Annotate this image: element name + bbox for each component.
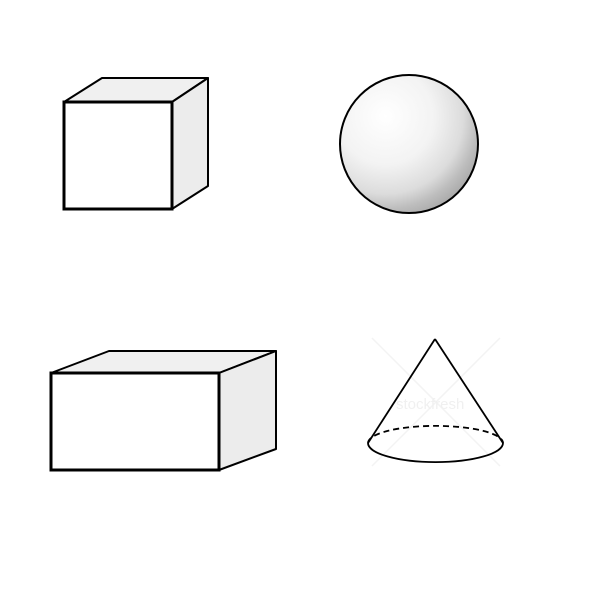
prism-side-face (218, 350, 277, 471)
sphere-body (339, 74, 479, 214)
cone-base-front-edge (367, 442, 504, 464)
cube-front-face (62, 100, 174, 211)
prism-front-face (49, 371, 221, 472)
cone-base-hidden-edge (367, 424, 504, 444)
cube-side-face (171, 77, 209, 210)
cube (62, 77, 209, 211)
cone-left-edge (367, 338, 436, 444)
watermark-text: stockfresh (396, 396, 464, 413)
watermark: stockfresh (371, 337, 501, 467)
cone-right-edge (434, 338, 504, 444)
cone (367, 338, 504, 464)
sphere (339, 74, 479, 214)
rectangular-prism (49, 350, 277, 472)
